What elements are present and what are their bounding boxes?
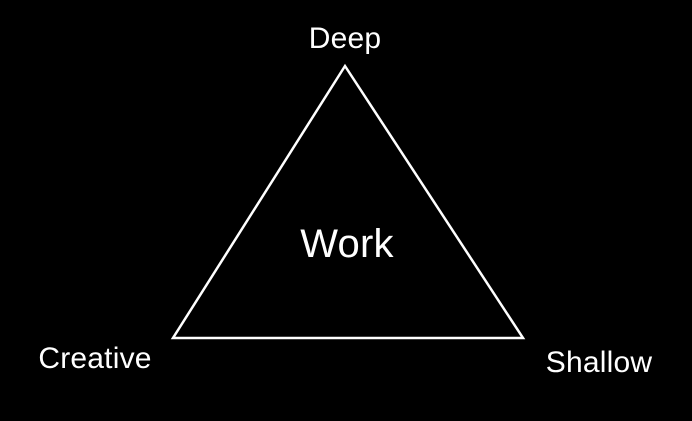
vertex-label-shallow: Shallow [545,346,653,379]
triangle-outline [170,63,526,340]
vertex-label-deep: Deep [308,22,382,55]
center-label-work: Work [300,222,394,266]
vertex-label-creative: Creative [38,342,152,375]
